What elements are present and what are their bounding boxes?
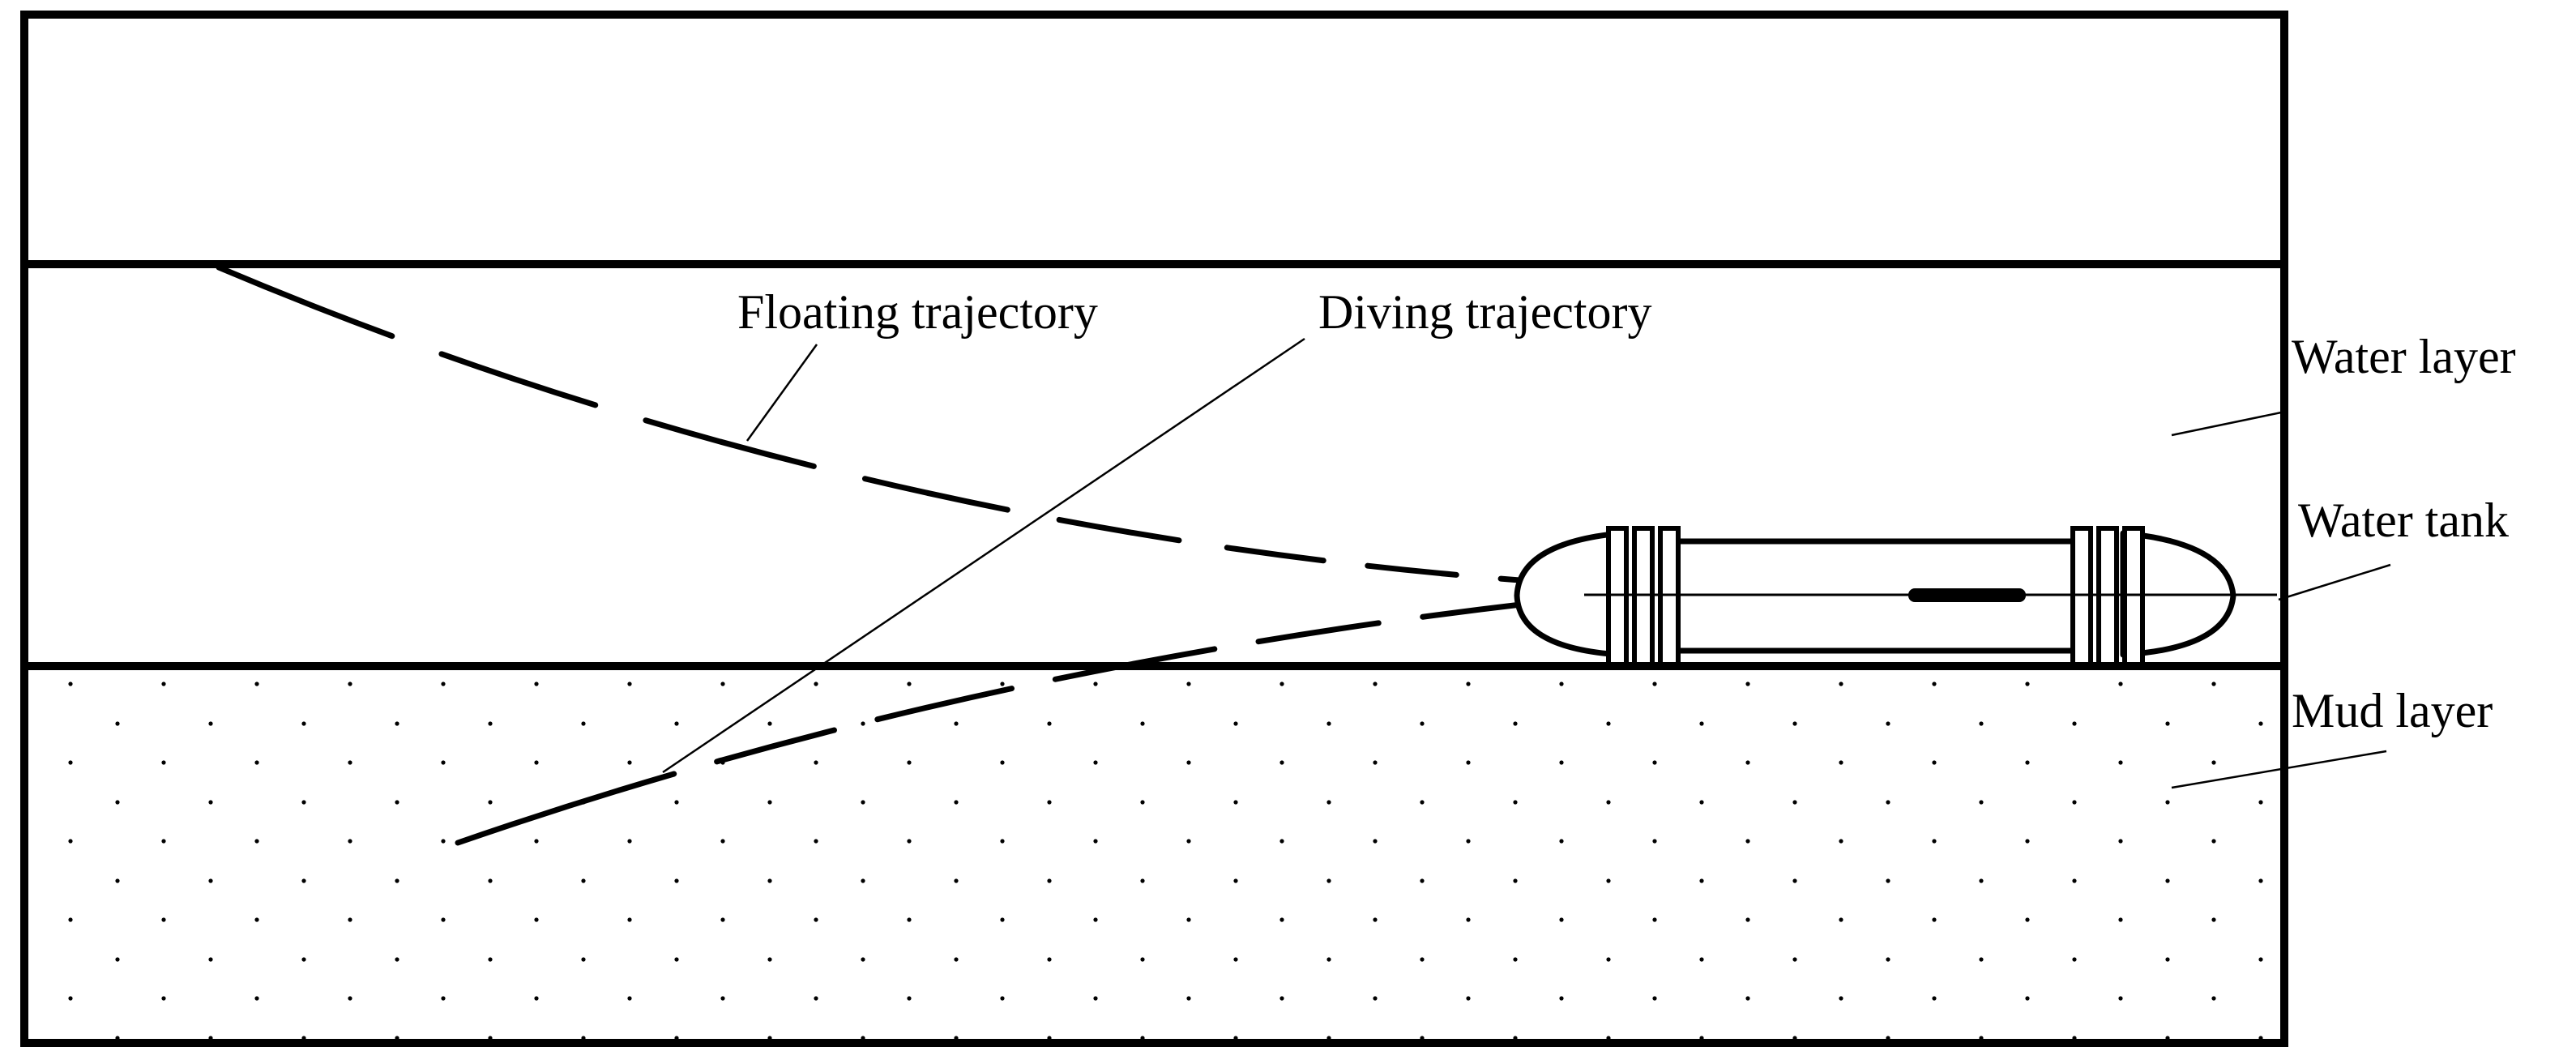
water-tank-left-cap [1514,530,1624,658]
water-layer-label: Water layer [2292,330,2516,383]
diving-trajectory-leader [662,337,1305,774]
mud-layer-label: Mud layer [2292,684,2493,737]
water-tank-ring [2122,526,2145,667]
floating-trajectory-leader [745,344,818,442]
floating-trajectory-label: Floating trajectory [737,285,1098,339]
mud-layer-region [24,666,2284,1043]
diving-trajectory-curve [455,596,1567,846]
water-tank-ring [2070,526,2093,667]
water-layer-leader [2171,410,2286,437]
water-tank-ring [1606,526,1629,667]
floating-trajectory-curve [216,264,1567,587]
water-tank [1514,526,2277,667]
outer-frame [20,11,2288,1047]
water-tank-ring [1632,526,1655,667]
water-tank-leader [2278,563,2391,601]
water-tank-label: Water tank [2298,494,2509,547]
water-tank-center-bar [1908,588,2026,602]
water-tank-ring [1658,526,1681,667]
diving-trajectory-label: Diving trajectory [1318,285,1652,339]
water-tank-ring [2096,526,2119,667]
mud-layer-leader [2171,750,2387,789]
